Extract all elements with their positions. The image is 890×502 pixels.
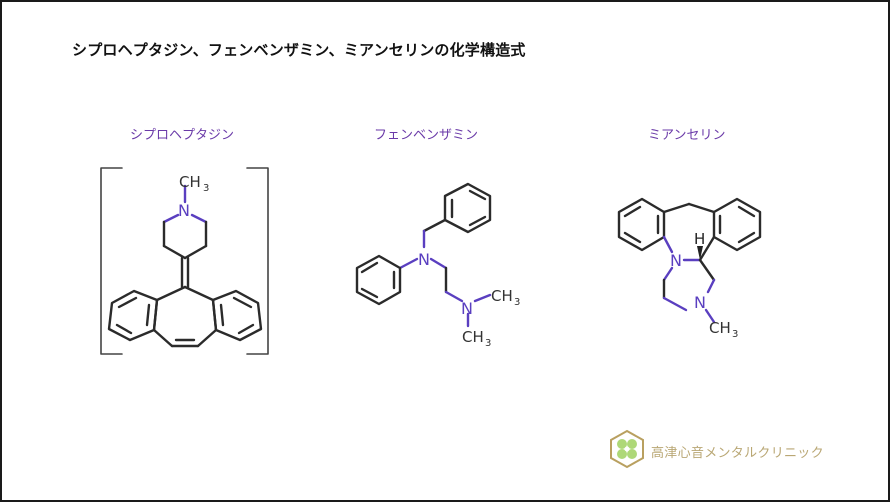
svg-text:N: N (670, 251, 682, 270)
svg-text:3: 3 (732, 329, 738, 340)
clinic-name: 高津心音メンタルクリニック (651, 445, 824, 461)
clover-hexagon-icon (609, 429, 645, 473)
svg-text:N: N (694, 293, 706, 312)
svg-text:CH: CH (709, 319, 731, 337)
svg-text:CH: CH (462, 328, 484, 346)
svg-text:N: N (461, 299, 473, 318)
phenbenzamine-structure: N N CH 3 CH 3 (342, 162, 532, 356)
svg-text:CH: CH (179, 173, 201, 191)
svg-text:N: N (178, 201, 190, 220)
label-cyproheptadine: シプロヘプタジン (130, 128, 235, 143)
label-phenbenzamine: フェンベンザミン (374, 128, 479, 143)
svg-text:H: H (694, 230, 705, 248)
page-title: シプロヘプタジン、フェンベンザミン、ミアンセリンの化学構造式 (72, 41, 526, 59)
label-mianserin: ミアンセリン (648, 128, 726, 143)
svg-text:3: 3 (203, 183, 209, 194)
svg-text:CH: CH (491, 287, 513, 305)
mianserin-structure: H N N CH 3 (602, 182, 782, 346)
svg-text:3: 3 (485, 338, 491, 349)
cyproheptadine-structure: N CH 3 (92, 162, 282, 366)
clinic-logo: 高津心音メンタルクリニック (609, 429, 824, 473)
svg-text:3: 3 (514, 297, 520, 308)
svg-text:N: N (418, 250, 430, 269)
